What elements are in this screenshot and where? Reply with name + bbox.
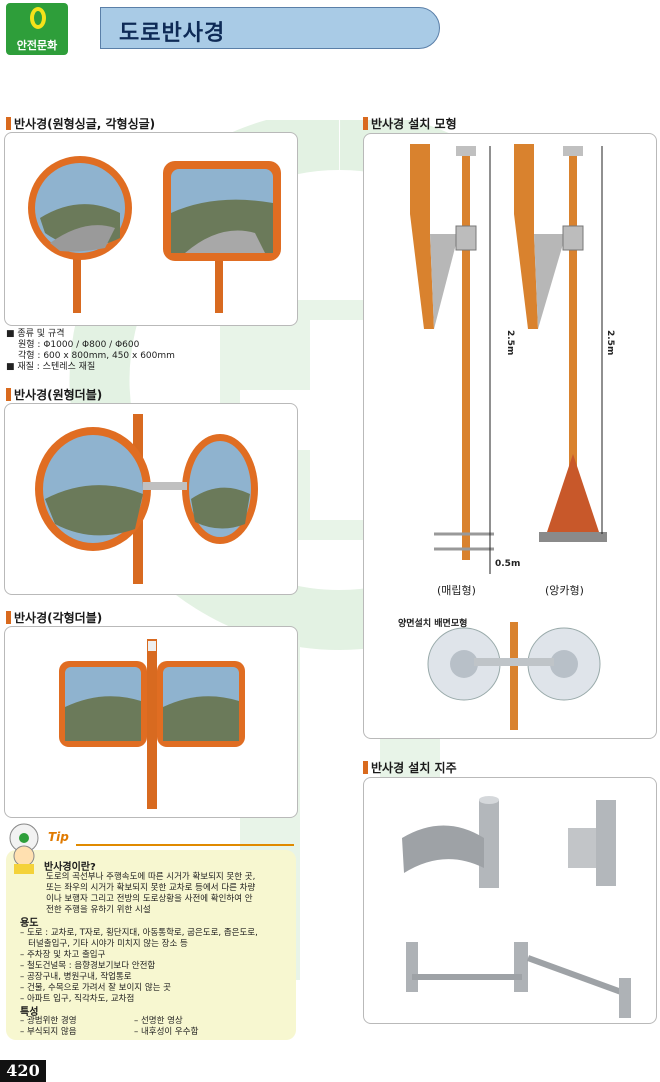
tip-question-title: 반사경이란?	[44, 862, 96, 873]
tip-use-item: – 건물, 수목으로 가려서 잘 보이지 않는 곳	[20, 983, 171, 993]
tip-use-item: – 도로 : 교차로, T자로, 횡단지대, 아동통학로, 굽은도로, 좁은도로…	[20, 928, 258, 938]
section-title-install-model: 반사경 설치 모형	[371, 117, 457, 131]
tip-features-right: – 선명한 영상 – 내후성이 우수함	[134, 1016, 198, 1038]
tip-feature-item: – 부식되지 않음	[20, 1027, 77, 1037]
tip-feature-item: – 선명한 영상	[134, 1016, 183, 1026]
spec-line: ■ 재질 : 스텐레스 재질	[6, 362, 96, 372]
install-model-panel: 2.5m 2.5m 0.5m (매립형) (앙카형) 양면설치 배면모형	[363, 133, 657, 739]
tip-use-item: 터널출입구, 기타 시야가 미치지 않는 장소 등	[20, 939, 188, 949]
tip-use-item: – 아파트 입구, 직각차도, 교차점	[20, 994, 135, 1004]
height-label-left: 2.5m	[505, 330, 515, 356]
tip-use-item: – 공장구내, 병원구내, 작업통로	[20, 972, 132, 982]
tip-line: 이나 보행자 그리고 전방의 도로상황을 사전에 확인하여 안	[46, 894, 253, 904]
section-marker	[6, 388, 11, 401]
logo-text: 안전문화	[16, 39, 58, 52]
spec-line: 원형 : Φ1000 / Φ800 / Φ600	[18, 340, 140, 350]
spec-line: ■ 종류 및 규격	[6, 329, 65, 339]
section-marker	[6, 117, 11, 130]
tip-divider	[76, 844, 294, 846]
tip-use-title: 용도	[20, 918, 39, 929]
section-marker	[363, 761, 368, 774]
tip-feature-title: 특성	[20, 1007, 39, 1018]
tip-feature-item: – 내후성이 우수함	[134, 1027, 199, 1037]
page-title: 도로반사경	[119, 21, 226, 46]
section-title-single: 반사경(원형싱글, 각형싱글)	[14, 117, 156, 131]
tip-line: 도로의 곡선부나 주행속도에 따른 시거가 확보되지 못한 곳,	[46, 872, 256, 882]
single-mirror-panel	[4, 132, 298, 326]
logo-o-icon	[30, 7, 46, 29]
type-label-buried: (매립형)	[437, 584, 476, 597]
section-marker	[6, 611, 11, 624]
mascot-icon	[9, 823, 39, 874]
double-install-label: 양면설치 배면모형	[398, 619, 468, 629]
section-title-round-double: 반사경(원형더블)	[14, 388, 103, 402]
spec-line: 각형 : 600 x 800mm, 450 x 600mm	[18, 351, 175, 361]
tip-use-item: – 주차장 및 차고 출입구	[20, 950, 106, 960]
tip-badge: Tip	[48, 830, 69, 844]
tip-box: 반사경이란? 도로의 곡선부나 주행속도에 따른 시거가 확보되지 못한 곳, …	[6, 850, 296, 1040]
tip-use-list: – 도로 : 교차로, T자로, 횡단지대, 아동통학로, 굽은도로, 좁은도로…	[20, 928, 258, 1005]
square-double-panel	[4, 626, 298, 818]
page-title-banner: 도로반사경	[100, 7, 440, 49]
tip-line: 전한 주행을 유하기 위한 시설	[46, 905, 151, 915]
round-double-panel	[4, 403, 298, 595]
tip-use-item: – 철도건널목 : 음향경보기보다 안전함	[20, 961, 156, 971]
round-double-photo	[35, 414, 258, 584]
section-title-square-double: 반사경(각형더블)	[14, 611, 103, 625]
section-marker	[363, 117, 368, 130]
type-label-anchor: (앙카형)	[545, 584, 584, 597]
height-label-right: 2.5m	[605, 330, 615, 356]
page-number: 420	[0, 1060, 46, 1082]
depth-label: 0.5m	[495, 559, 521, 569]
spec-list: ■ 종류 및 규격 원형 : Φ1000 / Φ800 / Φ600 각형 : …	[6, 329, 175, 373]
tip-features-left: – 광범위한 경영 – 부식되지 않음	[20, 1016, 77, 1038]
tip-line: 또는 좌우의 시거가 확보되지 못한 교차로 등에서 다른 차량	[46, 883, 256, 893]
support-brackets-photo	[402, 796, 631, 1018]
single-mirrors-photo	[28, 156, 281, 313]
square-double-photo	[59, 639, 245, 809]
section-title-install-support: 반사경 설치 지주	[371, 761, 457, 775]
install-diagram	[410, 144, 607, 730]
safety-culture-logo: 안전문화	[6, 3, 68, 55]
tip-question-body: 도로의 곡선부나 주행속도에 따른 시거가 확보되지 못한 곳, 또는 좌우의 …	[46, 872, 255, 916]
install-support-panel	[363, 777, 657, 1024]
tip-feature-item: – 광범위한 경영	[20, 1016, 77, 1026]
